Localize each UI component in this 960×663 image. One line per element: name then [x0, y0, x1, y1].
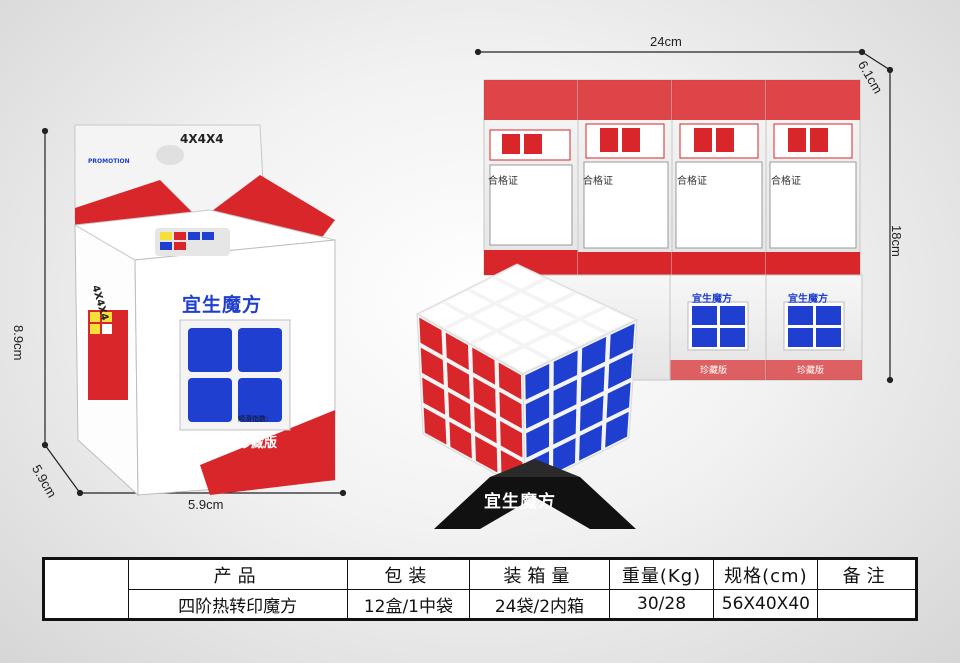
package-logo-text: PROMOTION	[88, 158, 130, 165]
right-face-sticker	[580, 366, 605, 403]
right-face-sticker	[581, 336, 607, 373]
col-header-packing: 包装	[346, 558, 471, 591]
package-cube-size: 4X4X4	[180, 132, 224, 146]
spec-table-blank-cell	[44, 559, 129, 619]
left-face-sticker	[500, 420, 523, 458]
right-face-sticker	[608, 352, 633, 389]
cube-stand	[434, 459, 636, 529]
left-face-sticker	[499, 391, 522, 429]
carton-box-group	[483, 79, 863, 381]
cell-carton-qty: 24袋/2内箱	[469, 589, 610, 619]
package-edition: 珍藏版	[238, 436, 278, 451]
package-brand-title: 宜生魔方	[182, 294, 263, 316]
top-sticker	[500, 347, 548, 372]
right-face-sticker	[606, 382, 631, 419]
left-face-sticker	[472, 347, 496, 385]
pack-width-label: 5.9cm	[188, 497, 224, 512]
top-sticker	[525, 280, 573, 303]
left-face-sticker	[474, 406, 497, 444]
left-face-sticker	[419, 317, 443, 356]
right-face-sticker	[579, 425, 603, 461]
right-face-sticker	[605, 411, 629, 448]
top-sticker	[421, 303, 466, 327]
left-face-sticker	[473, 377, 496, 414]
top-sticker	[583, 308, 633, 332]
top-sticker	[499, 292, 546, 316]
top-sticker	[471, 278, 517, 302]
top-sticker	[473, 305, 520, 329]
carton-edition-2: 珍藏版	[797, 366, 825, 376]
certificate-title-3: 合格证	[677, 176, 707, 187]
top-sticker	[528, 334, 576, 359]
box-width-label: 24cm	[650, 34, 682, 49]
pack-height-label: 8.9cm	[11, 325, 26, 361]
certificate-title-4: 合格证	[771, 176, 801, 187]
cell-remarks	[817, 589, 916, 619]
cell-size: 56X40X40	[713, 589, 819, 619]
left-face-sticker	[448, 392, 471, 429]
box-height-label: 18cm	[889, 225, 904, 257]
cell-product: 四阶热转印魔方	[127, 589, 348, 619]
package-difficulty-label: 顺滑指数:	[238, 415, 269, 423]
col-header-remarks: 备注	[817, 558, 916, 591]
certificate-title-2: 合格证	[583, 176, 613, 187]
top-sticker	[527, 307, 575, 331]
right-face-sticker	[553, 438, 576, 474]
cell-weight: 30/28	[608, 589, 715, 619]
col-header-weight: 重量(Kg)	[608, 558, 715, 591]
carton-edition: 珍藏版	[700, 366, 728, 376]
left-face-sticker	[422, 377, 446, 415]
right-face-sticker	[525, 393, 550, 429]
top-sticker	[496, 266, 543, 289]
right-face-sticker	[553, 350, 578, 387]
carton-brand-title-2: 宜生魔方	[788, 294, 828, 305]
top-sticker	[446, 291, 491, 315]
rubiks-cube-4x4	[415, 263, 639, 491]
right-face-sticker	[526, 422, 550, 458]
right-face-sticker	[609, 323, 635, 360]
stand-label: 宜生魔方	[484, 492, 556, 512]
left-face-sticker	[423, 407, 447, 445]
spec-table-row: 四阶热转印魔方 12盒/1中袋 24袋/2内箱 30/28 56X40X40	[45, 589, 916, 619]
cell-packing: 12盒/1中袋	[346, 589, 471, 619]
top-sticker	[474, 333, 520, 357]
retail-package	[73, 124, 336, 497]
left-face-sticker	[449, 421, 472, 459]
left-face-sticker	[498, 362, 522, 400]
certificate-title: 合格证	[488, 176, 518, 187]
right-face-sticker	[553, 379, 577, 416]
left-face-sticker	[475, 435, 498, 473]
right-face-sticker	[525, 363, 550, 400]
spec-table-header-row: 产品 包装 装箱量 重量(Kg) 规格(cm) 备注	[44, 558, 916, 619]
top-sticker	[501, 320, 548, 344]
col-header-product: 产品	[127, 558, 348, 591]
right-face-sticker	[579, 395, 604, 432]
right-face-sticker	[553, 408, 577, 445]
top-sticker	[554, 294, 603, 318]
carton-brand-title: 宜生魔方	[692, 294, 732, 305]
left-face-sticker	[446, 362, 470, 400]
left-face-sticker	[445, 332, 469, 370]
top-sticker	[447, 318, 493, 342]
col-header-carton-qty: 装箱量	[469, 558, 610, 591]
left-face-sticker	[420, 347, 444, 385]
col-header-size: 规格(cm)	[713, 558, 819, 591]
spec-table: 产品 包装 装箱量 重量(Kg) 规格(cm) 备注 四阶热转印魔方 12盒/1…	[42, 557, 918, 621]
top-sticker	[556, 321, 604, 345]
